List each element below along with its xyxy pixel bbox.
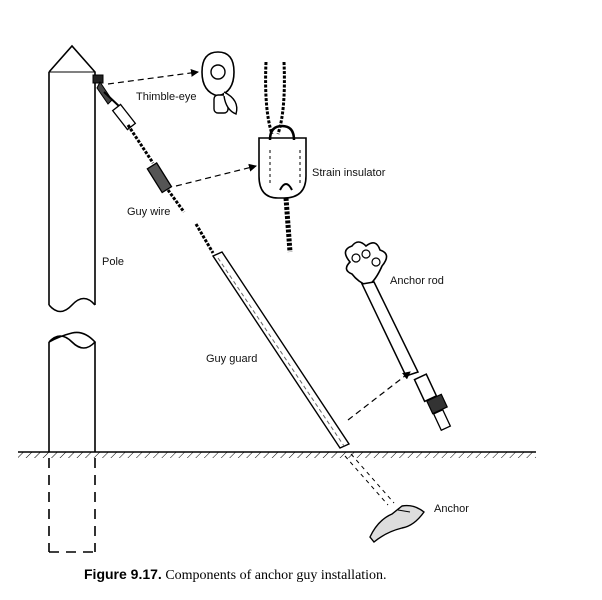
label-guy-guard: Guy guard bbox=[206, 353, 258, 365]
anchor-rod-detail bbox=[344, 241, 452, 432]
label-pole: Pole bbox=[102, 256, 125, 268]
strain-insulator-detail bbox=[258, 61, 307, 253]
caption-number: Figure 9.17. bbox=[84, 566, 162, 582]
guy-wire bbox=[103, 91, 215, 254]
anchor-plate bbox=[369, 504, 425, 543]
guy-guard bbox=[211, 251, 351, 449]
pole-attachment bbox=[92, 74, 113, 105]
pole-lower bbox=[48, 331, 97, 452]
pole-upper bbox=[48, 44, 96, 313]
label-guy-wire: Guy wire bbox=[127, 206, 171, 218]
label-strain-insulator: Strain insulator bbox=[312, 167, 386, 179]
leader-arrows bbox=[107, 68, 411, 421]
ground-line bbox=[18, 451, 536, 458]
label-thimble-eye: Thimble-eye bbox=[136, 91, 197, 103]
pole-buried bbox=[48, 458, 96, 553]
label-anchor: Anchor bbox=[434, 503, 469, 515]
caption-text: Components of anchor guy installation. bbox=[165, 568, 387, 583]
figure-caption: Figure 9.17. Components of anchor guy in… bbox=[84, 566, 387, 584]
buried-anchor-rod bbox=[344, 453, 395, 506]
thimble-eye-detail bbox=[201, 51, 238, 115]
label-anchor-rod: Anchor rod bbox=[390, 275, 444, 287]
